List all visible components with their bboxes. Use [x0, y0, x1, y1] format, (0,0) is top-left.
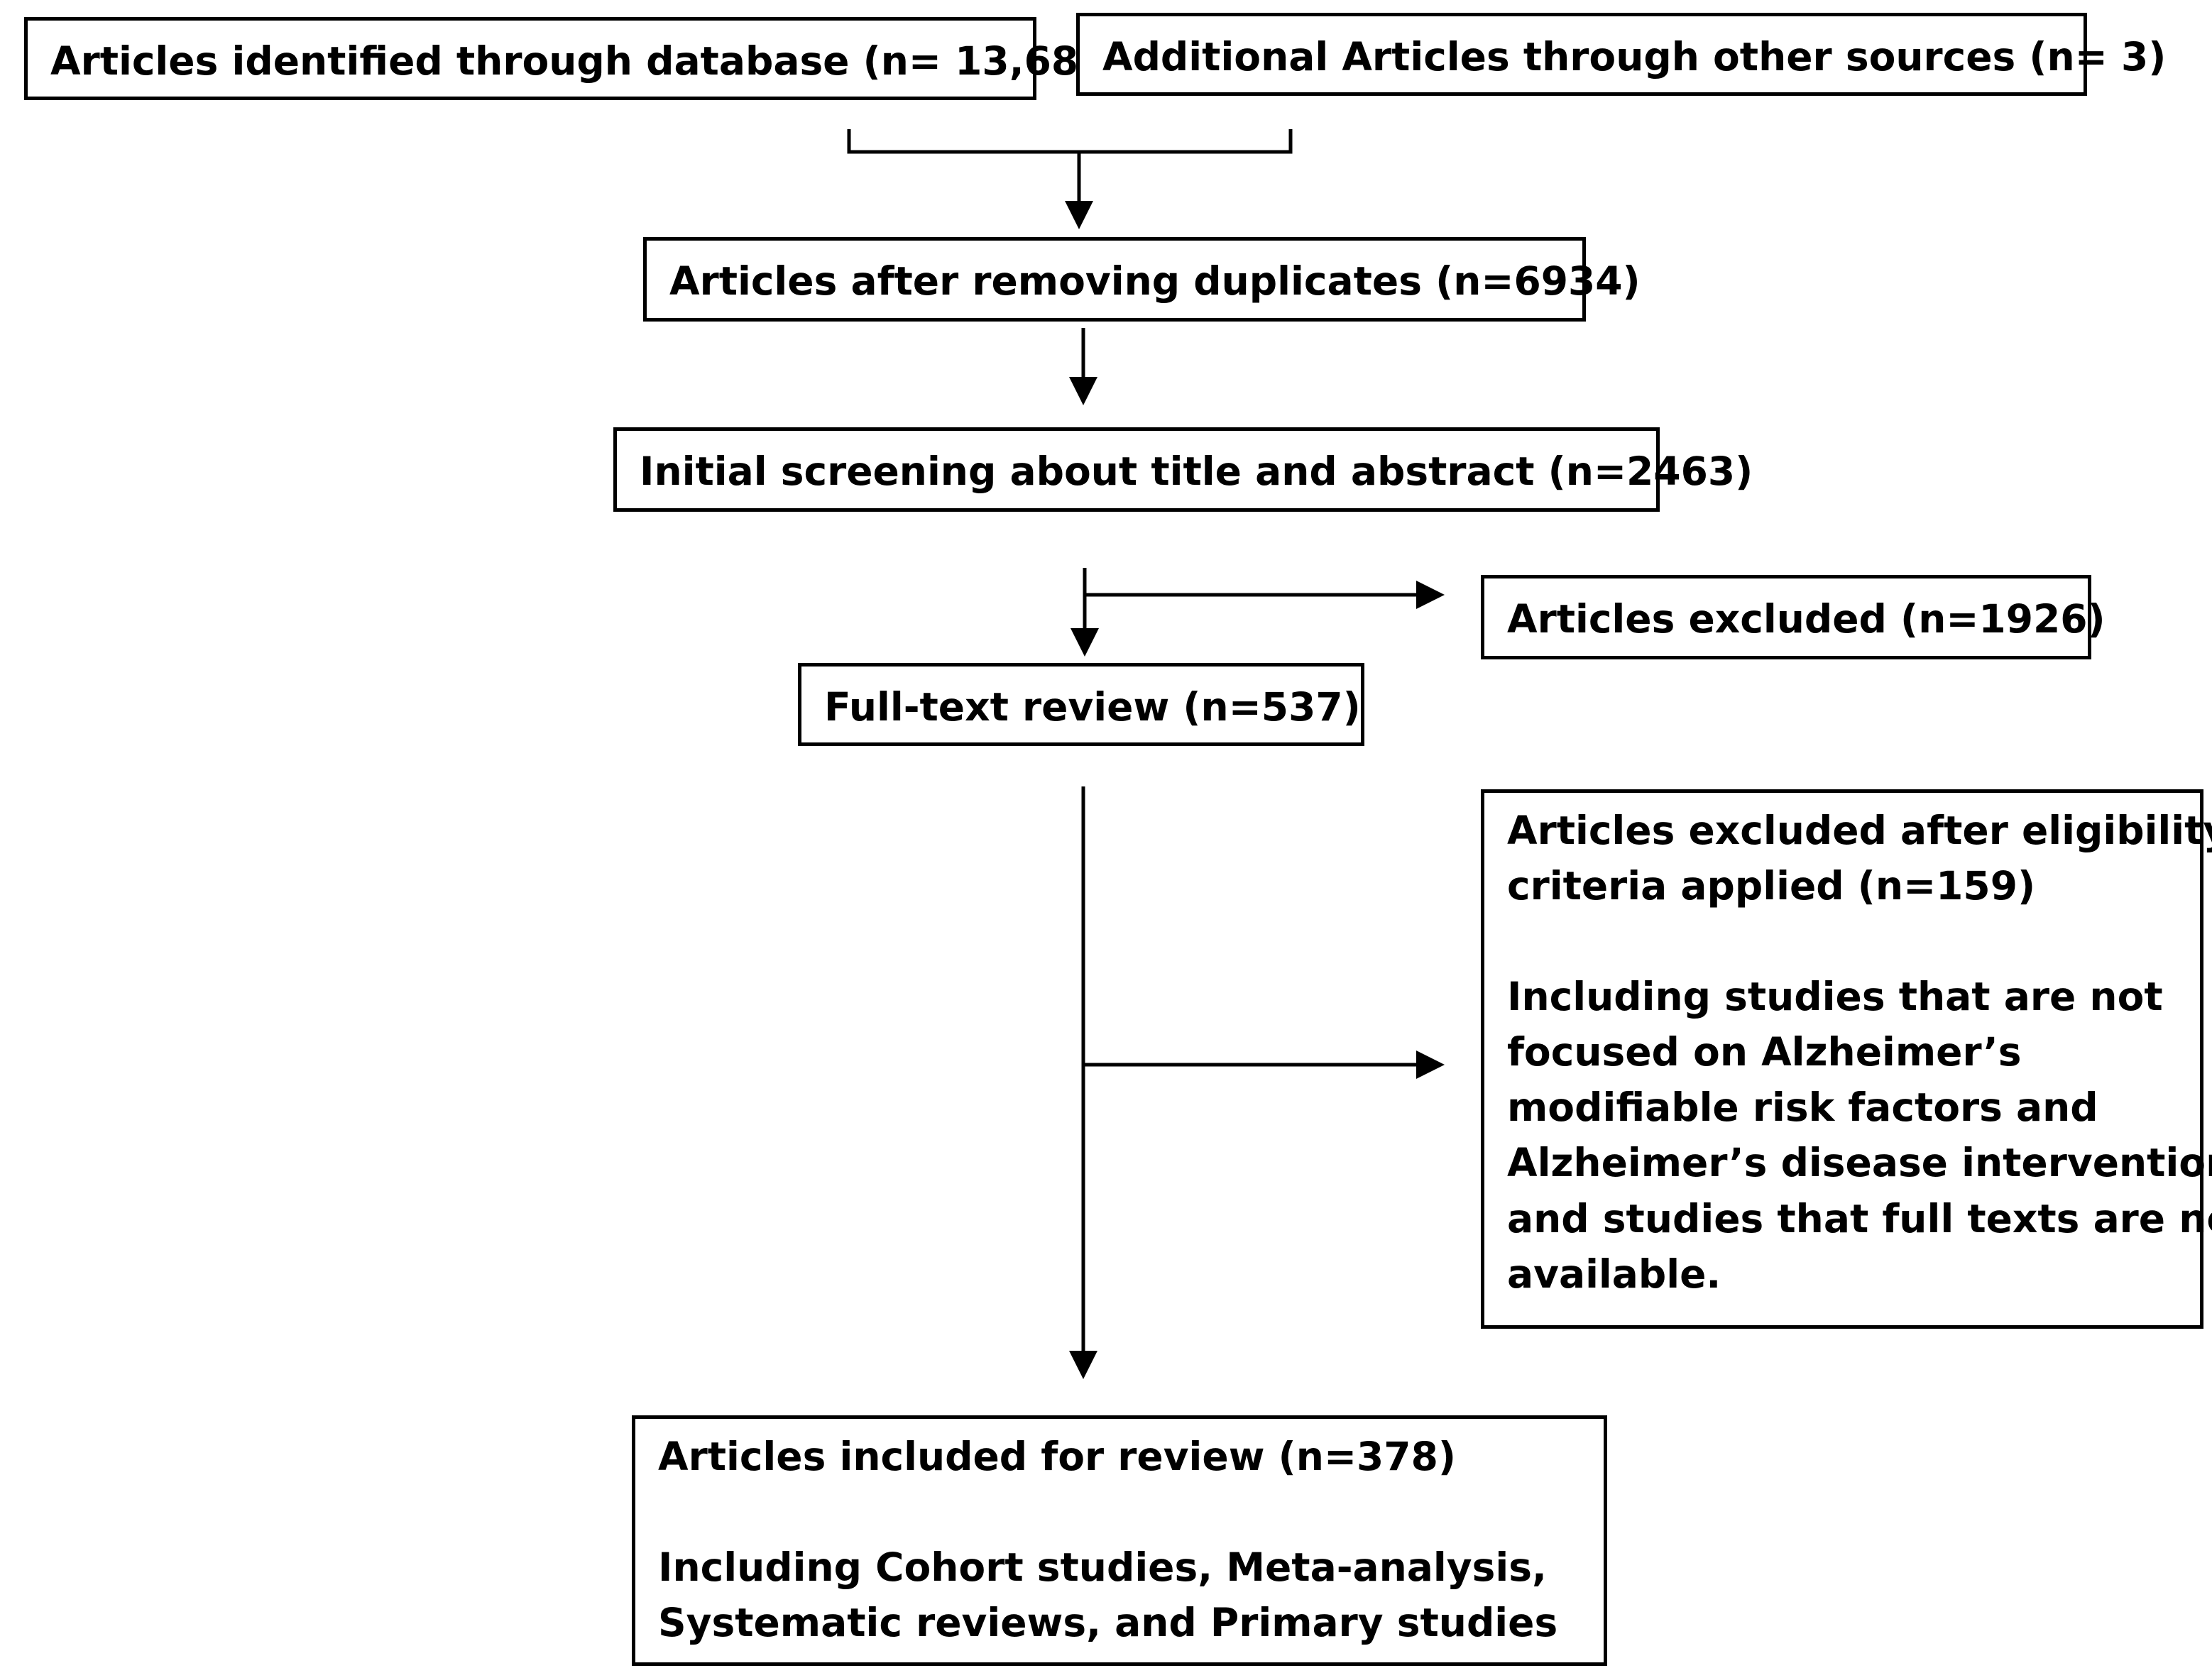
after-duplicates-text: Articles after removing duplicates (n=69… [669, 258, 1641, 304]
full-text-review-box: Full-text review (n=537) [798, 663, 1364, 746]
identified-database-text: Articles identified through database (n=… [50, 38, 1124, 84]
excluded-eligibility-detail-line: available. [1507, 1251, 1721, 1297]
included-detail-line: Systematic reviews, and Primary studies [658, 1600, 1558, 1646]
full-text-review-text: Full-text review (n=537) [824, 684, 1361, 730]
excluded-eligibility-detail-line: and studies that full texts are not [1507, 1195, 2212, 1241]
after-duplicates-box: Articles after removing duplicates (n=69… [643, 237, 1641, 322]
included-detail-line: Including Cohort studies, Meta-analysis, [658, 1545, 1547, 1591]
additional-sources-text: Additional Articles through other source… [1102, 34, 2167, 79]
excluded-eligibility-detail-line: Including studies that are not [1507, 974, 2163, 1020]
included-box: Articles included for review (n=378) Inc… [632, 1415, 1607, 1666]
excluded-eligibility-detail-line: focused on Alzheimer’s [1507, 1029, 2022, 1075]
excluded-1926-text: Articles excluded (n=1926) [1507, 596, 2106, 642]
initial-screening-text: Initial screening about title and abstra… [640, 449, 1753, 494]
additional-sources-box: Additional Articles through other source… [1076, 13, 2167, 96]
excluded-eligibility-line: criteria applied (n=159) [1507, 863, 2036, 909]
merge-bracket [847, 129, 1293, 154]
excluded-eligibility-detail-line: modifiable risk factors and [1507, 1085, 2098, 1131]
excluded-1926-box: Articles excluded (n=1926) [1481, 575, 2106, 659]
excluded-eligibility-detail-line: Alzheimer’s disease intervention, [1507, 1140, 2212, 1186]
identified-database-box: Articles identified through database (n=… [24, 17, 1124, 100]
included-line: Articles included for review (n=378) [658, 1434, 1456, 1479]
excluded-eligibility-line: Articles excluded after eligibility [1507, 808, 2212, 853]
initial-screening-box: Initial screening about title and abstra… [613, 427, 1753, 512]
excluded-eligibility-box: Articles excluded after eligibility crit… [1481, 789, 2212, 1329]
